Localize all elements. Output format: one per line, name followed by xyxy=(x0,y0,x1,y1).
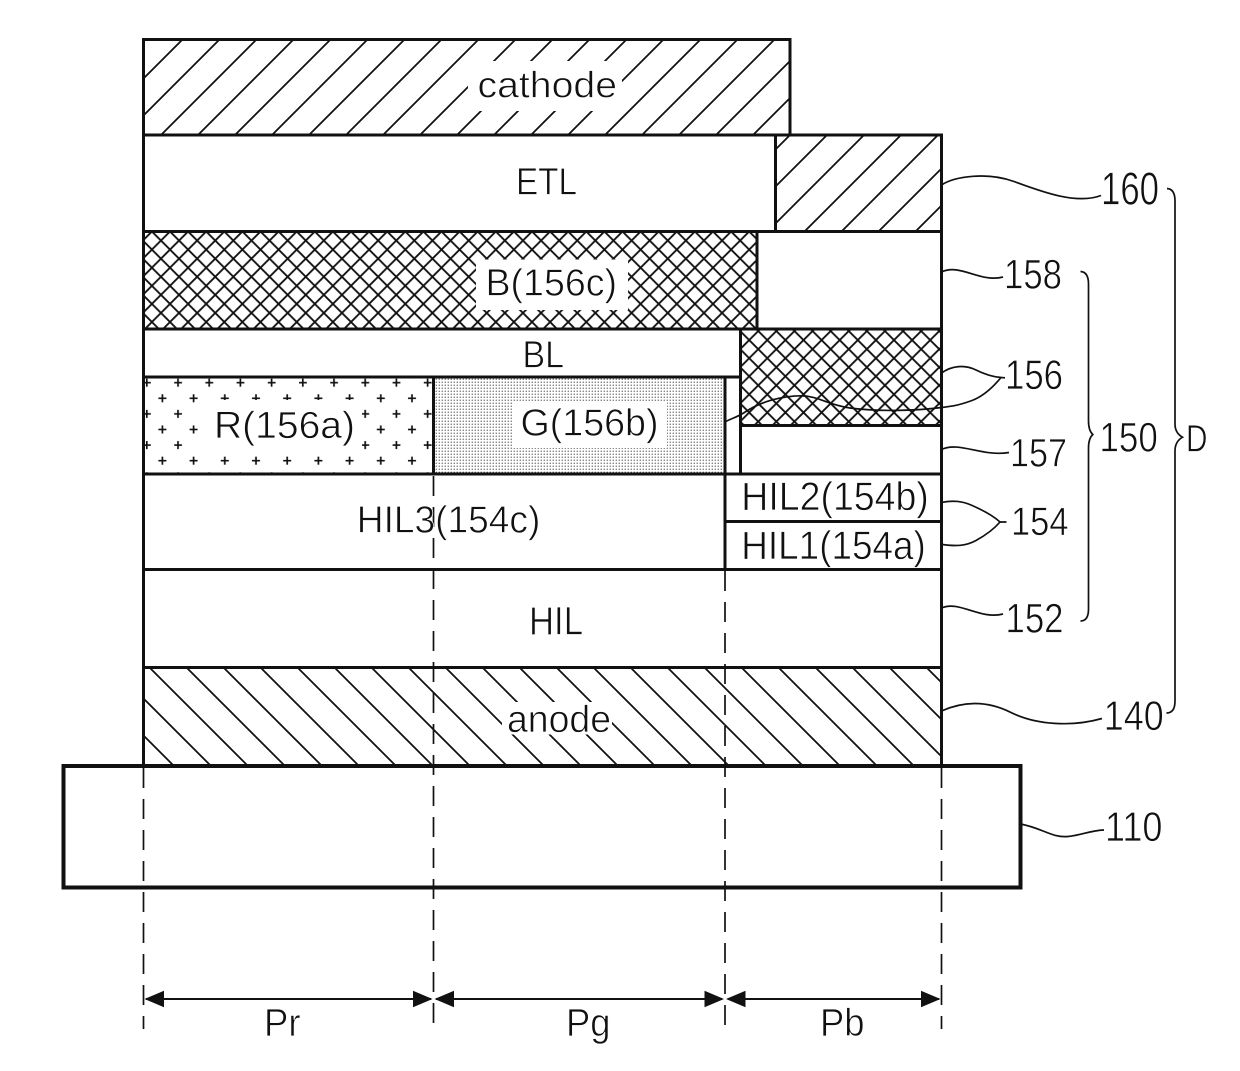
svg-text:HIL1(154a): HIL1(154a) xyxy=(741,524,926,568)
svg-text:G(156b): G(156b) xyxy=(521,403,659,445)
svg-text:156: 156 xyxy=(1005,351,1063,398)
svg-text:160: 160 xyxy=(1101,163,1159,215)
svg-text:BL: BL xyxy=(523,335,565,377)
svg-text:158: 158 xyxy=(1004,251,1062,298)
svg-text:anode: anode xyxy=(507,699,611,741)
svg-text:152: 152 xyxy=(1006,595,1064,642)
svg-text:R(156a): R(156a) xyxy=(214,405,355,447)
svg-text:B(156c): B(156c) xyxy=(486,263,618,305)
svg-text:HIL2(154b): HIL2(154b) xyxy=(741,475,929,519)
svg-text:Pb: Pb xyxy=(820,1002,865,1045)
svg-text:D: D xyxy=(1186,419,1208,461)
svg-text:150: 150 xyxy=(1100,414,1158,461)
svg-text:ETL: ETL xyxy=(516,162,577,204)
svg-text:140: 140 xyxy=(1104,692,1164,739)
svg-text:Pg: Pg xyxy=(566,1002,611,1045)
svg-text:HIL3(154c): HIL3(154c) xyxy=(357,500,541,542)
svg-text:157: 157 xyxy=(1010,432,1067,476)
svg-text:HIL: HIL xyxy=(529,600,583,644)
svg-text:Pr: Pr xyxy=(264,1002,301,1045)
svg-text:cathode: cathode xyxy=(478,65,618,106)
svg-text:110: 110 xyxy=(1105,803,1163,850)
svg-text:154: 154 xyxy=(1011,500,1069,544)
